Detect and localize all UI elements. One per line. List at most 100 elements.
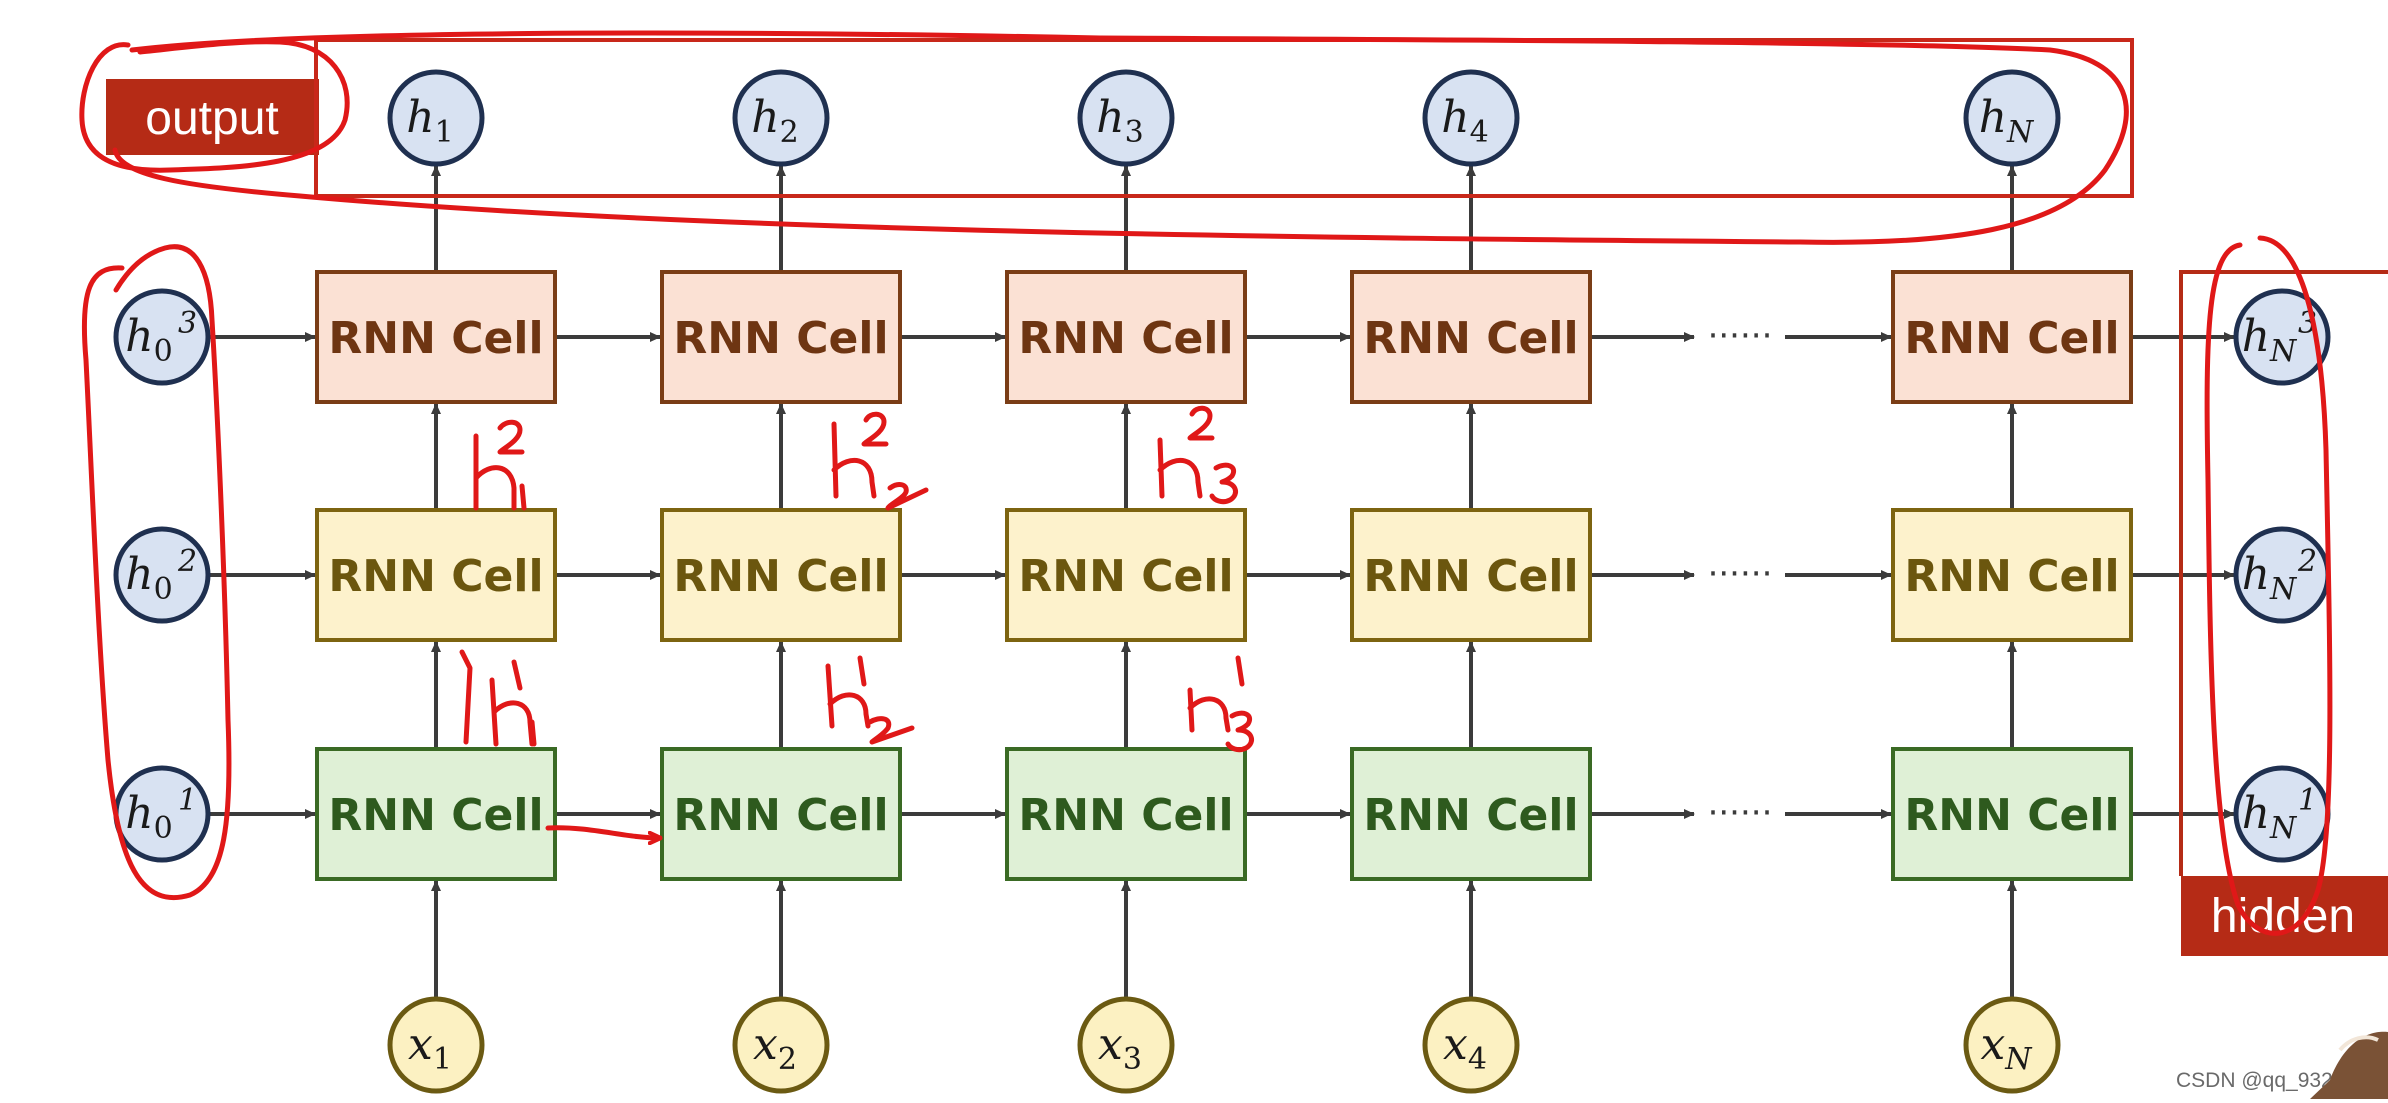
input-node-4: x4 (1422, 996, 1520, 1094)
rnn-cell-label: RNN Cell (328, 551, 543, 602)
input-node-5: xN (1963, 996, 2061, 1094)
final-state-node-3-label: hN (2242, 311, 2298, 369)
hw-h2-2 (831, 411, 929, 511)
rnn-cell-l1-c4: RNN Cell (1350, 747, 1592, 881)
rnn-cell-box (1350, 747, 1592, 881)
rnn-cell-label: RNN Cell (1363, 790, 1578, 841)
rnn-cell-box (660, 270, 902, 404)
output-node-4-label: h4 (1441, 92, 1488, 150)
rnn-cell-box (1350, 270, 1592, 404)
rnn-cell-label: RNN Cell (1904, 790, 2119, 841)
output-node-5-circle (1963, 69, 2061, 167)
rnn-cell-l3-c3: RNN Cell (1005, 270, 1247, 404)
output-node-1: h1 (387, 69, 485, 167)
connections: ·················· (208, 165, 2235, 999)
ellipsis-2: ······ (1708, 554, 1773, 594)
hidden-label: hidden (2181, 876, 2388, 956)
rnn-cell-box (1005, 270, 1247, 404)
rnn-cell-box (660, 747, 902, 881)
initial-state-node-2-label: h0 (125, 549, 172, 607)
red-arrow (545, 825, 663, 838)
rnn-cell-label: RNN Cell (328, 313, 543, 364)
rnn-cell-box (1005, 747, 1247, 881)
initial-state-node-2: h02 (113, 526, 211, 624)
rnn-cell-box (315, 747, 557, 881)
output-label: output (106, 79, 319, 155)
rnn-cell-box (1350, 508, 1592, 642)
rnn-cell-box (1891, 270, 2133, 404)
input-node-3-label: x3 (1098, 1019, 1142, 1077)
rnn-cell-l1-c2: RNN Cell (660, 747, 902, 881)
input-node-1: x1 (387, 996, 485, 1094)
hidden-label-text: hidden (2211, 890, 2355, 943)
output-label-text: output (145, 92, 278, 145)
hidden-bracket (2179, 270, 2388, 876)
corner-decoration (2310, 1031, 2388, 1099)
rnn-cell-label: RNN Cell (1363, 313, 1578, 364)
hw-h3-2 (1157, 405, 1239, 505)
rnn-cell-l3-c1: RNN Cell (315, 270, 557, 404)
hw-h3-1 (1187, 655, 1255, 753)
initial-state-node-1-sup: 1 (178, 783, 197, 818)
rnn-cell-box (1005, 508, 1247, 642)
output-node-5: hN (1963, 69, 2061, 167)
rnn-cell-label: RNN Cell (1904, 313, 2119, 364)
corner-highlight (2338, 1035, 2379, 1052)
output-node-2-circle (732, 69, 830, 167)
input-node-2: x2 (732, 996, 830, 1094)
rnn-cell-label: RNN Cell (673, 790, 888, 841)
ellipsis-3: ······ (1708, 316, 1773, 356)
output-highlight-box (314, 38, 2134, 198)
input-node-2-label: x2 (753, 1019, 797, 1077)
initial-state-node-2-circle (113, 526, 211, 624)
output-node-4: h4 (1422, 69, 1520, 167)
left-loop (81, 244, 232, 901)
rnn-cell-label: RNN Cell (1018, 551, 1233, 602)
input-node-1-circle (387, 996, 485, 1094)
final-state-node-1: hN1 (2233, 765, 2331, 863)
rnn-cell-l1-c1: RNN Cell (315, 747, 557, 881)
initial-state-node-3-sup: 3 (178, 306, 197, 341)
input-node-3-circle (1077, 996, 1175, 1094)
rnn-cell-box (1891, 508, 2133, 642)
rnn-cell-l2-c2: RNN Cell (660, 508, 902, 642)
rnn-cell-label: RNN Cell (1018, 790, 1233, 841)
rnn-cell-label: RNN Cell (1018, 313, 1233, 364)
rnn-cell-l2-c5: RNN Cell (1891, 508, 2133, 642)
input-node-4-label: x4 (1443, 1019, 1487, 1077)
rnn-cell-box (315, 508, 557, 642)
final-state-node-2-sup: 2 (2297, 544, 2317, 579)
initial-state-node-3: h03 (113, 288, 211, 386)
rnn-cell-l2-c3: RNN Cell (1005, 508, 1247, 642)
rnn-cell-label: RNN Cell (328, 790, 543, 841)
rnn-cell-l2-c4: RNN Cell (1350, 508, 1592, 642)
final-state-node-3: hN3 (2233, 288, 2331, 386)
handwritten-annotations (79, 30, 2333, 936)
right-loop (2204, 235, 2333, 936)
hw-h1-2 (473, 419, 527, 511)
output-node-1-circle (387, 69, 485, 167)
rnn-cell-l3-c5: RNN Cell (1891, 270, 2133, 404)
rnn-cell-box (660, 508, 902, 642)
output-node-3: h3 (1077, 69, 1175, 167)
initial-state-node-2-sup: 2 (177, 544, 197, 579)
output-node-4-circle (1422, 69, 1520, 167)
hw-h2-1 (825, 655, 915, 745)
rnn-cell-label: RNN Cell (673, 313, 888, 364)
output-node-3-circle (1077, 69, 1175, 167)
rnn-cell-l1-c5: RNN Cell (1891, 747, 2133, 881)
rnn-cell-box (315, 270, 557, 404)
final-state-node-2-label: hN (2242, 549, 2298, 607)
rnn-cell-box (1891, 747, 2133, 881)
rnn-cell-l3-c2: RNN Cell (660, 270, 902, 404)
final-state-node-1-sup: 1 (2298, 783, 2317, 818)
final-state-node-2: hN2 (2233, 526, 2331, 624)
input-node-5-circle (1963, 996, 2061, 1094)
input-node-4-circle (1422, 996, 1520, 1094)
rnn-cell-l3-c4: RNN Cell (1350, 270, 1592, 404)
rnn-cell-label: RNN Cell (1363, 551, 1578, 602)
final-state-node-3-circle (2233, 288, 2331, 386)
initial-state-node-3-circle (113, 288, 211, 386)
